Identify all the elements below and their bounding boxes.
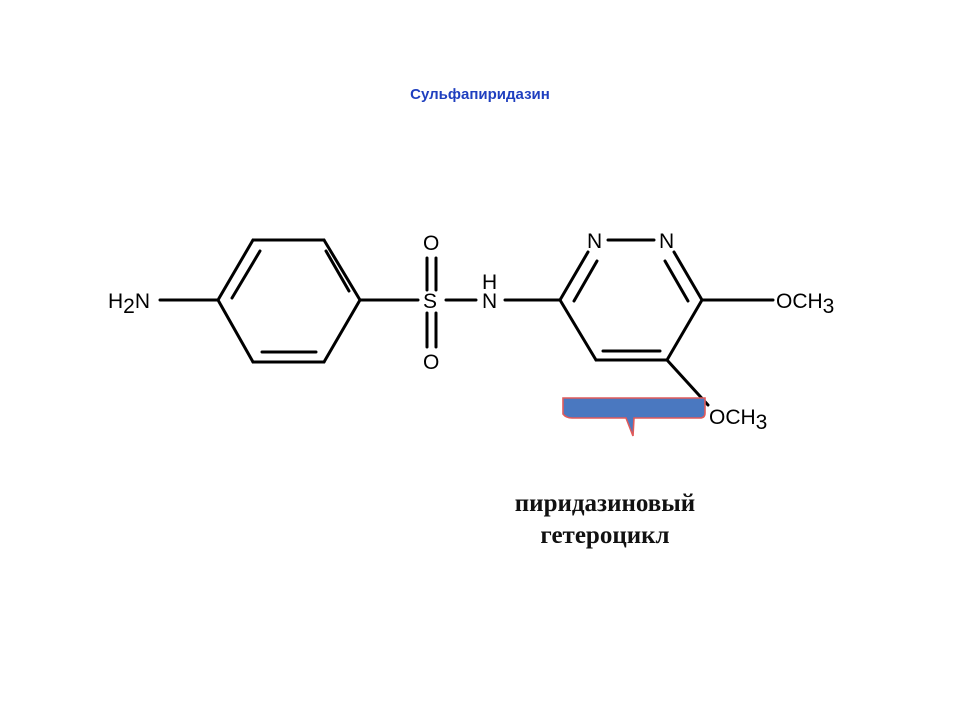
pyridazine-double-2 <box>663 259 690 303</box>
amine-label: H2N <box>108 290 150 318</box>
pyridazine-bond-3 <box>665 298 704 362</box>
caption-line-2: гетероцикл <box>540 522 670 549</box>
oxygen-top-label: O <box>423 232 439 255</box>
benzene-double-2 <box>324 249 351 293</box>
oxygen-bottom-label: O <box>423 351 439 374</box>
benzene-double-1 <box>230 249 262 300</box>
nh-nitrogen-label: N <box>482 290 497 313</box>
heterocycle-caption: пиридазиновый гетероцикл <box>470 488 740 552</box>
caption-line-1: пиридазиновый <box>514 490 696 517</box>
pyridazine-bond-2 <box>672 250 704 302</box>
sulfur-label: S <box>423 290 437 313</box>
ring-nitrogen-2-label: N <box>659 230 674 253</box>
methoxy-2-label: OCH3 <box>709 406 767 434</box>
ring-bracket <box>562 397 706 437</box>
methoxy-1-label: OCH3 <box>776 290 834 318</box>
pyridazine-bond-5 <box>558 298 598 362</box>
benzene-bond-6 <box>216 298 255 364</box>
benzene-bond-1 <box>216 238 255 302</box>
ring-nitrogen-1-label: N <box>587 230 602 253</box>
benzene-bond-4 <box>322 298 362 364</box>
slide-title: Сульфапиридазин <box>410 86 550 103</box>
benzene-bond-3 <box>322 238 362 302</box>
pyridazine-double-1 <box>572 259 599 303</box>
pyridazine-bond-1 <box>558 250 590 302</box>
nh-hydrogen-label: H <box>482 271 497 294</box>
